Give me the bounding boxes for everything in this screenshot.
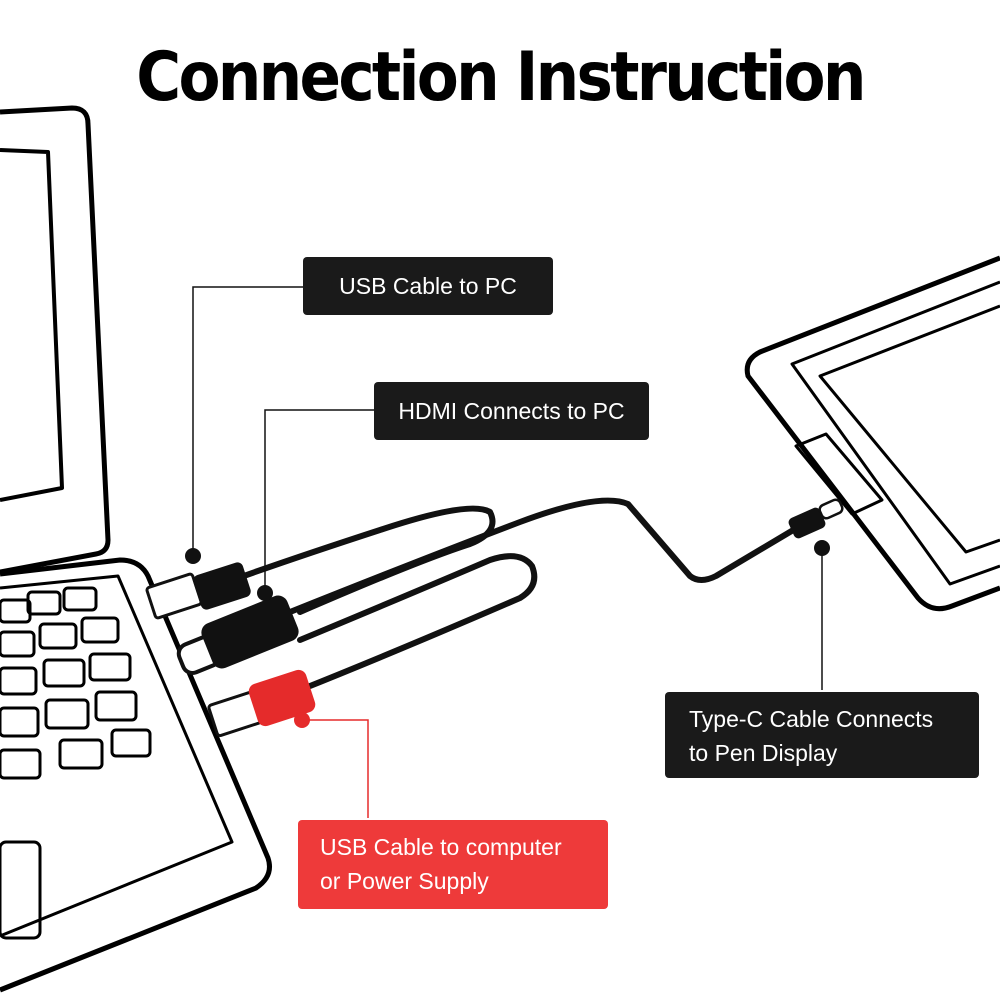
usb-power-marker	[294, 712, 310, 728]
usb-pc-marker	[185, 548, 201, 564]
typec-callout: Type-C Cable Connects to Pen Display	[665, 692, 979, 778]
hdmi-pc-callout: HDMI Connects to PC	[374, 382, 649, 440]
page-title: Connection Instruction	[136, 38, 866, 117]
red-usb-a-plug-icon	[207, 669, 316, 738]
type-c-plug-icon	[788, 498, 844, 539]
pen-display-illustration	[744, 255, 1000, 612]
usb-power-callout: USB Cable to computer or Power Supply	[298, 820, 608, 909]
laptop-illustration	[0, 105, 272, 993]
usb-a-plug-icon	[145, 562, 251, 620]
usb-pc-callout: USB Cable to PC	[303, 257, 553, 315]
red-callout-leader	[302, 719, 369, 818]
typec-marker	[814, 540, 830, 556]
callout-leaders	[192, 286, 823, 690]
hdmi-plug-icon	[176, 595, 299, 676]
cable-assembly	[235, 497, 803, 693]
hdmi-marker	[257, 585, 273, 601]
